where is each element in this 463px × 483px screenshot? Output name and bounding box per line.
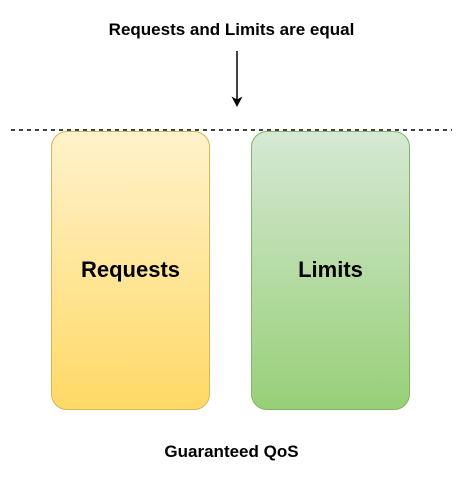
limits-label: Limits: [298, 256, 363, 282]
down-arrow-head: [231, 96, 243, 107]
equality-note: Requests and Limits are equal: [108, 20, 355, 39]
limits-box: Limits: [251, 131, 410, 410]
requests-box: Requests: [51, 131, 210, 410]
requests-label: Requests: [80, 256, 181, 282]
qos-class-label: Guaranteed QoS: [164, 442, 299, 461]
